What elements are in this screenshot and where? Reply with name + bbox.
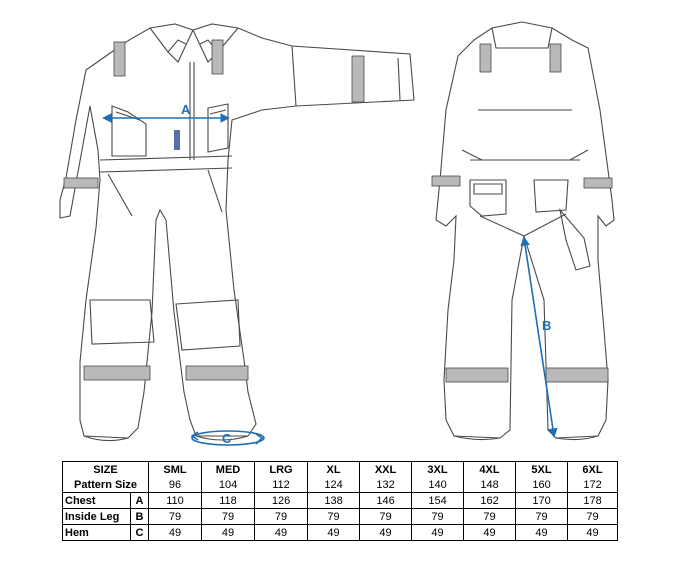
chest-value: 154	[411, 492, 465, 509]
hem-value: 49	[201, 524, 256, 541]
coverall-technical-drawing: A C B	[59, 21, 615, 446]
inside-leg-value: 79	[148, 508, 203, 525]
front-reflective-tape	[63, 39, 365, 381]
hem-value: 49	[148, 524, 203, 541]
size-name: LRG	[254, 461, 309, 477]
pattern-size-value: 112	[254, 477, 309, 493]
hem-value: 49	[307, 524, 361, 541]
size-name: SML	[148, 461, 203, 477]
hem-value: 49	[567, 524, 619, 541]
chest-value: 138	[307, 492, 361, 509]
pattern-size-value: 124	[307, 477, 361, 493]
size-name: 6XL	[567, 461, 619, 477]
pattern-size-row: Pattern Size 96 104 112 124 132 140 148 …	[61, 477, 619, 493]
pattern-size-value: 104	[201, 477, 256, 493]
size-header-row: SIZE SML MED LRG XL XXL 3XL 4XL 5XL 6XL	[61, 461, 619, 477]
chest-value: 146	[359, 492, 413, 509]
size-name: 5XL	[515, 461, 569, 477]
chest-row: Chest A 110 118 126 138 146 154 162 170 …	[62, 492, 619, 509]
inside-leg-value: 79	[201, 508, 256, 525]
measure-c-label: C	[222, 431, 232, 446]
inside-leg-value: 79	[254, 508, 309, 525]
hem-value: 49	[515, 524, 569, 541]
inside-leg-value: 79	[307, 508, 361, 525]
size-name: 3XL	[411, 461, 465, 477]
row-label: Hem	[62, 524, 131, 541]
inside-leg-value: 79	[463, 508, 517, 525]
pattern-size-value: 132	[359, 477, 413, 493]
hem-value: 49	[254, 524, 309, 541]
row-label: Inside Leg	[62, 508, 131, 525]
chest-value: 126	[254, 492, 309, 509]
chest-value: 118	[201, 492, 256, 509]
front-brand-label	[174, 130, 180, 150]
inside-leg-row: Inside Leg B 79 79 79 79 79 79 79 79 79	[62, 508, 619, 525]
pattern-size-value: 140	[411, 477, 465, 493]
pattern-size-value: 96	[148, 477, 203, 493]
pattern-size-value: 160	[515, 477, 569, 493]
size-name: MED	[201, 461, 256, 477]
hem-row: Hem C 49 49 49 49 49 49 49 49 49	[62, 524, 619, 541]
chest-value: 170	[515, 492, 569, 509]
row-code: A	[129, 492, 150, 509]
inside-leg-value: 79	[411, 508, 465, 525]
pattern-size-label: Pattern Size	[61, 477, 150, 493]
front-coverall	[59, 23, 415, 442]
inside-leg-value: 79	[515, 508, 569, 525]
hem-measure-ellipse	[191, 430, 265, 446]
measure-b-label: B	[542, 318, 551, 333]
hem-value: 49	[463, 524, 517, 541]
chest-value: 110	[148, 492, 203, 509]
pattern-size-value: 148	[463, 477, 517, 493]
inside-leg-value: 79	[359, 508, 413, 525]
row-code: C	[129, 524, 150, 541]
inside-leg-value: 79	[567, 508, 619, 525]
pattern-size-value: 172	[567, 477, 619, 493]
chest-value: 162	[463, 492, 517, 509]
size-name: 4XL	[463, 461, 517, 477]
hem-value: 49	[359, 524, 413, 541]
size-header-label: SIZE	[61, 461, 150, 477]
hem-value: 49	[411, 524, 465, 541]
chest-value: 178	[567, 492, 619, 509]
size-chart-table: SIZE SML MED LRG XL XXL 3XL 4XL 5XL 6XL …	[61, 461, 619, 541]
row-label: Chest	[62, 492, 131, 509]
inside-leg-measure-arrow	[520, 236, 558, 438]
measure-a-label: A	[181, 102, 191, 117]
size-name: XXL	[359, 461, 413, 477]
row-code: B	[129, 508, 150, 525]
size-name: XL	[307, 461, 361, 477]
back-reflective-tape	[431, 43, 613, 383]
